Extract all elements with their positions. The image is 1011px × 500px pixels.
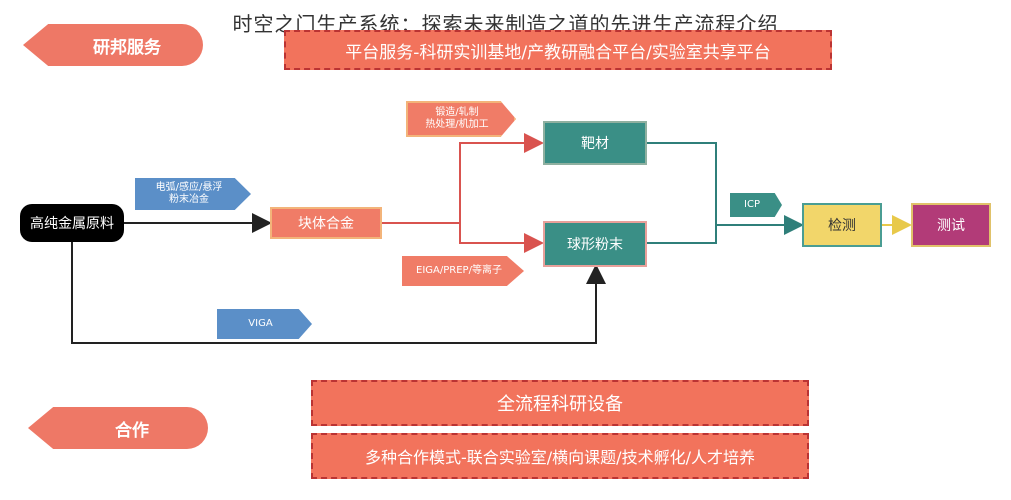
- label-melting-line2: 粉末冶金: [169, 194, 209, 205]
- node-spherical-powder: 球形粉末: [543, 221, 647, 267]
- label-forging-methods: 锻造/轧制 热处理/机加工: [406, 101, 516, 137]
- edge-powder-to-inspect: [647, 225, 717, 244]
- label-forging-line2: 热处理/机加工: [425, 119, 489, 130]
- cooperation-tag: 合作: [28, 407, 208, 449]
- node-raw-metal: 高纯金属原料: [20, 204, 124, 242]
- edge-alloy-to-target: [382, 133, 544, 224]
- edge-alloy-to-powder: [382, 222, 544, 253]
- edge-raw-to-powder: [71, 242, 606, 344]
- label-melting-methods: 电弧/感应/悬浮 粉末冶金: [135, 178, 251, 210]
- label-eiga-methods: EIGA/PREP/等离子: [402, 256, 524, 286]
- label-melting-line1: 电弧/感应/悬浮: [155, 182, 223, 193]
- label-icp: ICP: [730, 193, 782, 217]
- label-viga: VIGA: [217, 309, 312, 339]
- node-testing: 测试: [911, 203, 991, 247]
- edge-target-to-inspect: [647, 142, 804, 235]
- node-inspection: 检测: [802, 203, 882, 247]
- label-forging-line1: 锻造/轧制: [435, 107, 479, 118]
- node-block-alloy: 块体合金: [270, 207, 382, 239]
- cooperation-modes-box: 多种合作模式-联合实验室/横向课题/技术孵化/人才培养: [311, 433, 809, 479]
- research-service-tag: 研邦服务: [23, 24, 203, 66]
- node-target: 靶材: [543, 121, 647, 165]
- research-equipment-box: 全流程科研设备: [311, 380, 809, 426]
- platform-service-box: 平台服务-科研实训基地/产教研融合平台/实验室共享平台: [284, 30, 832, 70]
